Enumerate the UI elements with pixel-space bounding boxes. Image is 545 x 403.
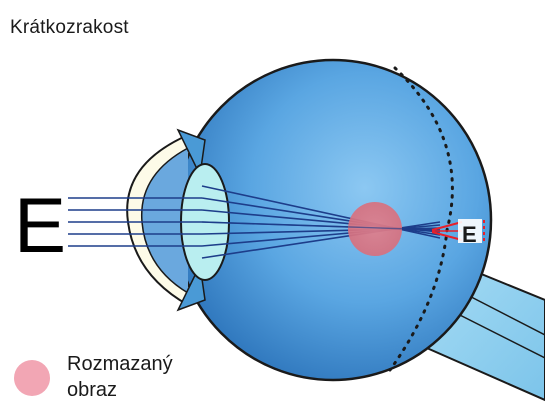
retina-image-letter: E xyxy=(462,222,477,247)
legend-blur-dot xyxy=(14,360,50,396)
legend-label: Rozmazaný obraz xyxy=(67,351,173,403)
legend-line-1: Rozmazaný xyxy=(67,351,173,377)
cornea xyxy=(127,135,188,305)
legend-line-2: obraz xyxy=(67,377,173,403)
